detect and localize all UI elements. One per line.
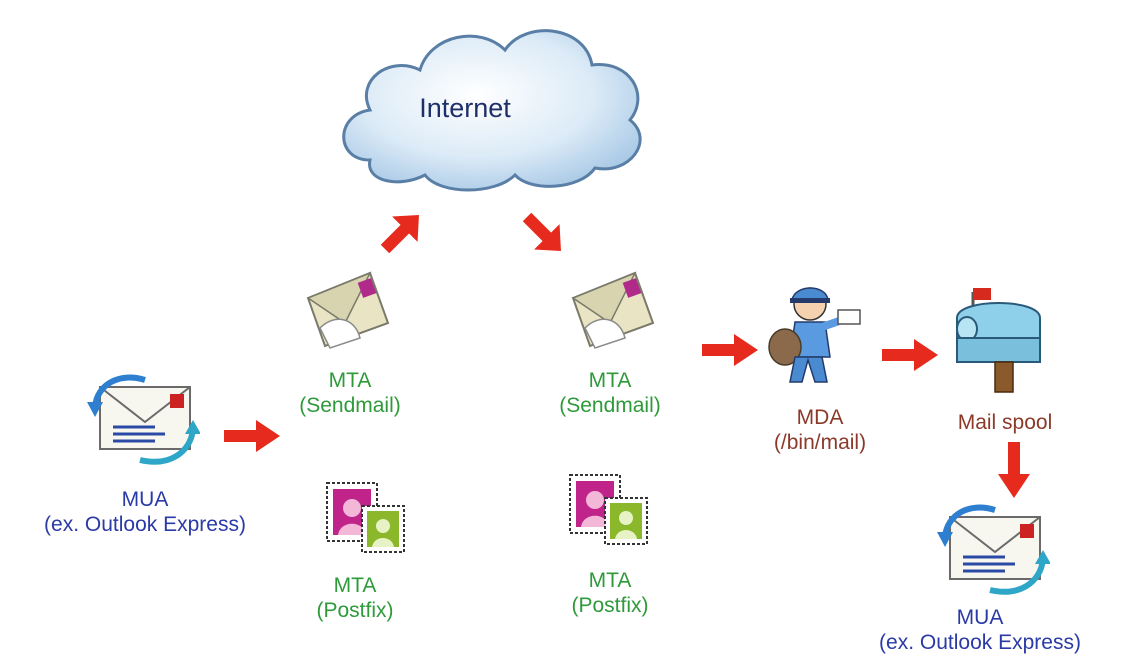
mta-sendmail-2-label: MTA (Sendmail) xyxy=(530,368,690,418)
mua-right-subtitle: (ex. Outlook Express) xyxy=(879,631,1081,654)
internet-cloud-icon xyxy=(342,29,642,192)
mta-sendmail-1-label: MTA (Sendmail) xyxy=(270,368,430,418)
mda-label: MDA (/bin/mail) xyxy=(745,405,895,455)
arrow-internet-to-mta xyxy=(522,212,561,251)
sendmail-envelope-icon-2 xyxy=(571,271,655,349)
mta-sendmail-2-title: MTA xyxy=(588,369,632,392)
mailbox-icon xyxy=(956,288,1041,393)
mua-left-title: MUA xyxy=(121,488,169,511)
mua-right-label: MUA (ex. Outlook Express) xyxy=(840,605,1120,655)
mta-postfix-2-subtitle: (Postfix) xyxy=(571,594,649,617)
mda-subtitle: (/bin/mail) xyxy=(773,431,867,454)
mta-sendmail-2-subtitle: (Sendmail) xyxy=(559,394,661,417)
mua-right-title: MUA xyxy=(956,606,1004,629)
mta-sendmail-1-subtitle: (Sendmail) xyxy=(299,394,401,417)
mail-spool-label: Mail spool xyxy=(957,411,1053,434)
arrow-mua-to-mta xyxy=(224,420,280,452)
outlook-mail-client-icon xyxy=(87,374,200,465)
mua-left-subtitle: (ex. Outlook Express) xyxy=(44,513,246,536)
mta-postfix-1-title: MTA xyxy=(333,574,377,597)
mda-title: MDA xyxy=(796,406,844,429)
internet-label: Internet xyxy=(419,93,511,123)
mta-postfix-1-subtitle: (Postfix) xyxy=(316,599,394,622)
outlook-mail-client-icon-2 xyxy=(937,504,1050,595)
arrow-mta-to-mda xyxy=(702,334,758,366)
arrow-mta-to-internet xyxy=(380,215,419,254)
postfix-stamps-icon-2 xyxy=(569,474,648,545)
arrow-mda-to-mailbox xyxy=(882,339,938,371)
mta-postfix-1-label: MTA (Postfix) xyxy=(290,573,420,623)
sendmail-envelope-icon xyxy=(306,271,390,349)
arrow-mailbox-to-mua xyxy=(998,442,1030,498)
mta-postfix-2-title: MTA xyxy=(588,569,632,592)
mail-carrier-icon xyxy=(768,287,861,383)
mua-left-label: MUA (ex. Outlook Express) xyxy=(0,487,290,537)
mta-sendmail-1-title: MTA xyxy=(328,369,372,392)
mta-postfix-2-label: MTA (Postfix) xyxy=(545,568,675,618)
postfix-stamps-icon xyxy=(326,482,405,553)
